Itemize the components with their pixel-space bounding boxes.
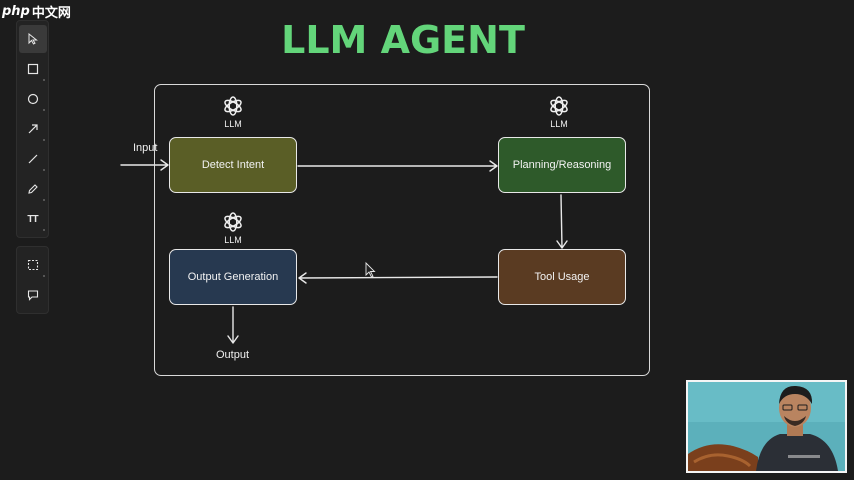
arrow-tool-button[interactable] (19, 115, 47, 143)
agent-frame[interactable] (154, 84, 650, 376)
presenter-video-image (688, 382, 845, 471)
llm-badge-detect: LLM (213, 94, 253, 129)
openai-logo-icon (224, 96, 242, 116)
square-icon (27, 63, 38, 75)
llm-badge-planning: LLM (539, 94, 579, 129)
rectangle-tool-button[interactable] (19, 55, 47, 83)
draw-tool-button[interactable] (19, 175, 47, 203)
node-label: Detect Intent (201, 159, 265, 171)
dashed-square-icon (27, 259, 38, 271)
ellipse-tool-button[interactable] (19, 85, 47, 113)
tool-usage-node[interactable]: Tool Usage (498, 249, 626, 305)
text-tool-button[interactable]: TT (19, 205, 47, 233)
cursor-icon (28, 33, 38, 45)
input-label: Input (133, 142, 158, 154)
text-icon: TT (27, 213, 38, 225)
openai-logo-icon (550, 96, 568, 116)
output-generation-node[interactable]: Output Generation (169, 249, 297, 305)
node-label: Tool Usage (534, 271, 590, 283)
node-label: Planning/Reasoning (512, 159, 612, 171)
speech-bubble-icon (27, 290, 38, 301)
llm-label: LLM (224, 235, 242, 245)
select-tool-button[interactable] (18, 25, 47, 53)
line-tool-button[interactable] (19, 145, 47, 173)
pencil-icon (27, 184, 38, 194)
frame-tool-button[interactable] (19, 251, 47, 279)
output-label: Output (216, 349, 250, 361)
detect-intent-node[interactable]: Detect Intent (169, 137, 297, 193)
node-label: Output Generation (187, 271, 279, 283)
circle-icon (27, 93, 38, 105)
php-cn-watermark: php 中文网 (2, 2, 71, 21)
watermark-php-text: php (2, 4, 30, 19)
arrow-icon (28, 124, 38, 134)
planning-reasoning-node[interactable]: Planning/Reasoning (498, 137, 626, 193)
llm-badge-output: LLM (213, 210, 253, 245)
drawing-toolbar: TT (16, 20, 49, 314)
diagram-title: LLM AGENT (281, 18, 525, 62)
shape-tool-group: TT (16, 20, 49, 238)
comment-tool-button[interactable] (19, 281, 47, 309)
watermark-cn-text: 中文网 (31, 6, 71, 21)
openai-logo-icon (224, 212, 242, 232)
llm-label: LLM (224, 119, 242, 129)
line-icon (28, 154, 37, 164)
llm-label: LLM (550, 119, 568, 129)
webcam-overlay (686, 380, 847, 473)
extra-tool-group (16, 246, 49, 314)
